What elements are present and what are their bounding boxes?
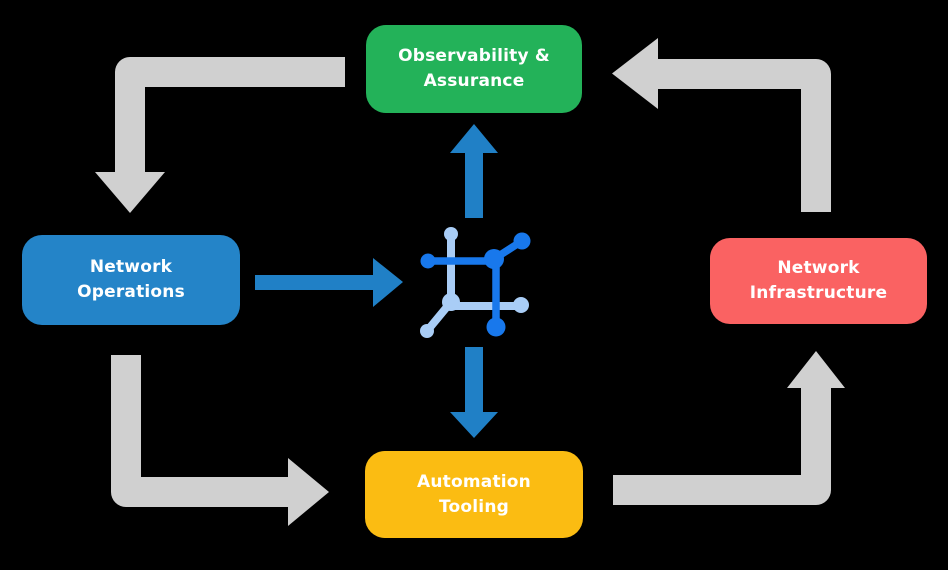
node-network-infrastructure: Network Infrastructure — [710, 238, 927, 324]
arrowhead-left-icon — [612, 38, 658, 109]
network-fabric-icon-light-strands — [420, 227, 529, 338]
network-fabric-icon-dark-strands — [420, 232, 531, 337]
network-fabric-icon — [420, 227, 531, 338]
node-automation-tooling-label: Automation Tooling — [417, 471, 531, 517]
node-observability-assurance-label: Observability & Assurance — [398, 46, 550, 91]
node-automation-tooling: Automation Tooling — [365, 451, 583, 538]
node-network-operations: Network Operations — [22, 235, 240, 325]
arrowhead-right-icon — [288, 458, 329, 526]
node-network-infrastructure-label: Network Infrastructure — [749, 258, 888, 303]
arrowhead-down-icon — [95, 172, 165, 213]
arrowhead-up-icon — [787, 351, 845, 388]
node-observability-assurance: Observability & Assurance — [366, 25, 582, 113]
node-network-operations-label: Network Operations — [77, 257, 185, 302]
